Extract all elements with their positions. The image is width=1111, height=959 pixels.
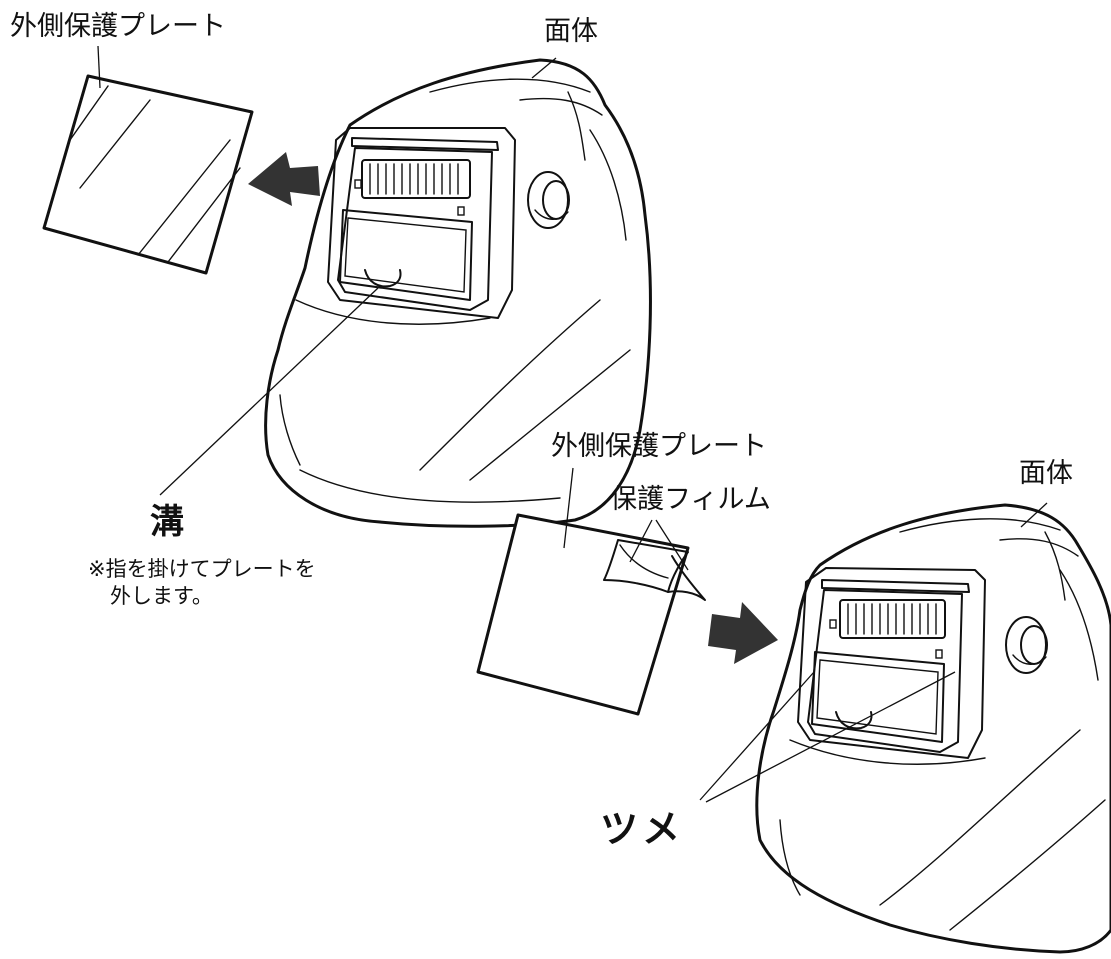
top-shell-label: 面体: [544, 16, 598, 47]
bottom-shell-leader: [1020, 502, 1048, 528]
claw-leader-2: [705, 671, 956, 803]
claw-leader-1: [699, 671, 815, 801]
protective-film-label: 保護フィルム: [610, 484, 771, 515]
top-plate-leader: [97, 45, 101, 89]
top-remove-arrow: [248, 152, 320, 206]
top-outer-plate: [42, 74, 254, 275]
film-leader-2: [655, 519, 689, 571]
bottom-shell-label: 面体: [1019, 458, 1073, 489]
top-outer-plate-label: 外側保護プレート: [10, 11, 226, 42]
film-leader-1: [629, 519, 653, 563]
bottom-outer-plate: [476, 513, 690, 716]
claws-label: ツメ: [600, 807, 685, 851]
groove-label: 溝: [150, 502, 184, 542]
groove-note-line2: 外します。: [110, 584, 213, 608]
protective-film-peel: [603, 539, 706, 601]
bottom-sensor-bars: [847, 603, 937, 635]
groove-note-line1: ※指を掛けてプレートを: [88, 557, 316, 581]
top-helmet: [264, 58, 652, 528]
bottom-plate-leader: [563, 467, 574, 549]
top-sensor-bars: [369, 163, 459, 195]
groove-leader: [159, 287, 379, 496]
bottom-helmet: [755, 503, 1111, 954]
top-shell-leader: [531, 57, 557, 79]
bottom-outer-plate-label: 外側保護プレート: [551, 431, 767, 462]
bottom-install-arrow: [708, 602, 778, 664]
